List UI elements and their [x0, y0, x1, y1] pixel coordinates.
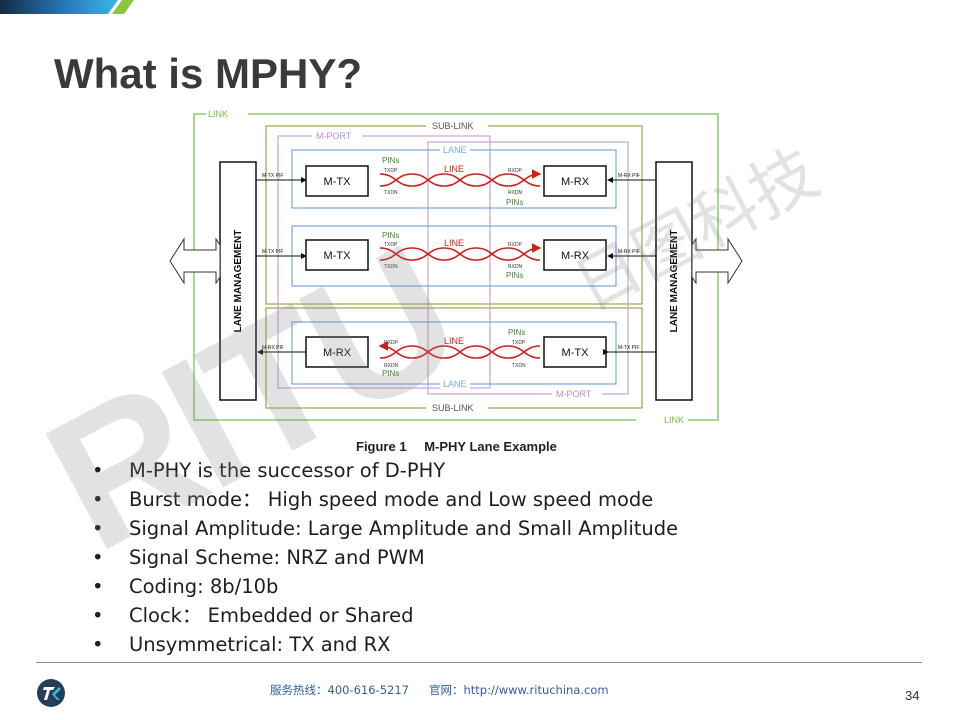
rxdp-label-1: RXDP — [508, 168, 523, 174]
bullet-text: M-PHY is the successor of D-PHY — [129, 459, 446, 482]
line-label-3: LINE — [444, 336, 464, 346]
pins-label-1b: PINs — [506, 198, 523, 207]
m-port-boundary-left — [277, 135, 491, 389]
footer-contact: 服务热线：400-616-5217 官网：http://www.rituchina… — [270, 682, 609, 698]
pins-label-2b: PINs — [506, 271, 523, 280]
bullet-text: Coding: 8b/10b — [129, 575, 279, 598]
pins-label-3: PINs — [382, 369, 399, 378]
bullet-item: • Coding: 8b/10b — [92, 572, 678, 601]
footer-hotline: 服务热线：400-616-5217 — [270, 683, 409, 697]
lane-management-right — [655, 161, 693, 401]
lane-management-left — [219, 161, 257, 401]
m-rx-pif-label-2: M-RX PIF — [618, 249, 640, 255]
link-label: LINK — [208, 109, 228, 119]
bullet-text: Burst mode： High speed mode and Low spee… — [129, 488, 654, 511]
bullet-text: Clock： Embedded or Shared — [129, 604, 414, 627]
bullet-list: • M-PHY is the successor of D-PHY • Burst … — [92, 456, 678, 659]
bullet-dot: • — [92, 459, 104, 482]
bullet-item: • Signal Scheme: NRZ and PWM — [92, 543, 678, 572]
footer-website-link[interactable]: 官网：http://www.rituchina.com — [428, 683, 609, 697]
double-arrow-left-icon — [169, 237, 221, 285]
m-rx-pif-label-1: M-RX PIF — [618, 173, 640, 179]
bullet-item: • Unsymmetrical: TX and RX — [92, 630, 678, 659]
figure-caption-title: M-PHY Lane Example — [424, 439, 557, 454]
txdn-label-3: TXDN — [512, 363, 526, 369]
m-tx-block-2 — [305, 239, 369, 271]
rxdp-label-2: RXDP — [508, 242, 523, 248]
bullet-text: Signal Amplitude: Large Amplitude and Sm… — [129, 517, 679, 540]
ritu-logo-icon — [37, 679, 65, 707]
txdn-label-2: TXDN — [384, 264, 398, 270]
link-boundary — [193, 113, 719, 421]
bullet-item: • Clock： Embedded or Shared — [92, 601, 678, 630]
m-port-label-right: M-PORT — [556, 389, 592, 399]
m-tx-pif-label-3: M-TX PIF — [618, 345, 639, 351]
m-rx-block-3 — [305, 336, 369, 368]
m-tx-pif-label-2: M-TX PIF — [262, 249, 283, 255]
sub-link-label-bottom: SUB-LINK — [432, 403, 474, 413]
m-tx-pif-label-1: M-TX PIF — [262, 173, 283, 179]
pins-label-3b: PINs — [508, 328, 525, 337]
m-port-label-left: M-PORT — [316, 131, 352, 141]
mphy-lane-diagram: LINK LINK SUB-LINK SUB-LINK M-PORT M-POR… — [169, 108, 743, 426]
link-label-bottom: LINK — [664, 415, 684, 425]
top-accent-bar — [0, 0, 134, 14]
m-tx-block-3 — [543, 336, 607, 368]
bullet-dot: • — [92, 546, 104, 569]
bullet-item: • M-PHY is the successor of D-PHY — [92, 456, 678, 485]
m-rx-pif-label-3: M-RX PIF — [262, 345, 284, 351]
figure-caption-number: Figure 1 — [356, 439, 407, 454]
txdn-label-1: TXDN — [384, 190, 398, 196]
double-arrow-right-icon — [691, 237, 743, 285]
m-rx-label-3: M-RX — [323, 347, 352, 359]
footer-divider — [36, 662, 922, 663]
bullet-dot: • — [92, 575, 104, 598]
m-rx-label-2: M-RX — [561, 250, 590, 262]
rxdn-label-2: RXDN — [508, 264, 523, 270]
txdp-label-2: TXDP — [384, 242, 398, 248]
bullet-dot: • — [92, 517, 104, 540]
pins-label-2: PINs — [382, 231, 399, 240]
bullet-dot: • — [92, 488, 104, 511]
lane-label-1: LANE — [443, 145, 467, 155]
rxdp-label-3: RXDP — [384, 340, 399, 346]
sub-link-label-top: SUB-LINK — [432, 121, 474, 131]
pins-label-1: PINs — [382, 156, 399, 165]
bullet-item: • Signal Amplitude: Large Amplitude and S… — [92, 514, 678, 543]
page-number: 34 — [905, 688, 920, 703]
m-tx-label-1: M-TX — [324, 176, 352, 188]
lane-management-label-right: LANE MANAGEMENT — [669, 230, 680, 333]
bullet-item: • Burst mode： High speed mode and Low spe… — [92, 485, 678, 514]
m-rx-block-2 — [543, 239, 607, 271]
m-tx-block-1 — [305, 165, 369, 197]
bullet-text: Signal Scheme: NRZ and PWM — [129, 546, 425, 569]
m-port-boundary-right — [427, 141, 629, 395]
lane-label-3: LANE — [443, 379, 467, 389]
txdp-label-1: TXDP — [384, 168, 398, 174]
figure-caption: Figure 1 M-PHY Lane Example — [356, 439, 557, 454]
bullet-dot: • — [92, 633, 104, 656]
rxdn-label-3: RXDN — [384, 363, 399, 369]
bullet-text: Unsymmetrical: TX and RX — [129, 633, 391, 656]
m-tx-label-2: M-TX — [324, 250, 352, 262]
m-rx-block-1 — [543, 165, 607, 197]
line-label-1: LINE — [444, 164, 464, 174]
page-title: What is MPHY? — [54, 50, 363, 97]
bullet-dot: • — [92, 604, 104, 627]
rxdn-label-1: RXDN — [508, 190, 523, 196]
txdp-label-3: TXDP — [512, 340, 526, 346]
lane-management-label-left: LANE MANAGEMENT — [233, 230, 244, 333]
m-tx-label-3: M-TX — [562, 347, 590, 359]
m-rx-label-1: M-RX — [561, 176, 590, 188]
line-label-2: LINE — [444, 238, 464, 248]
